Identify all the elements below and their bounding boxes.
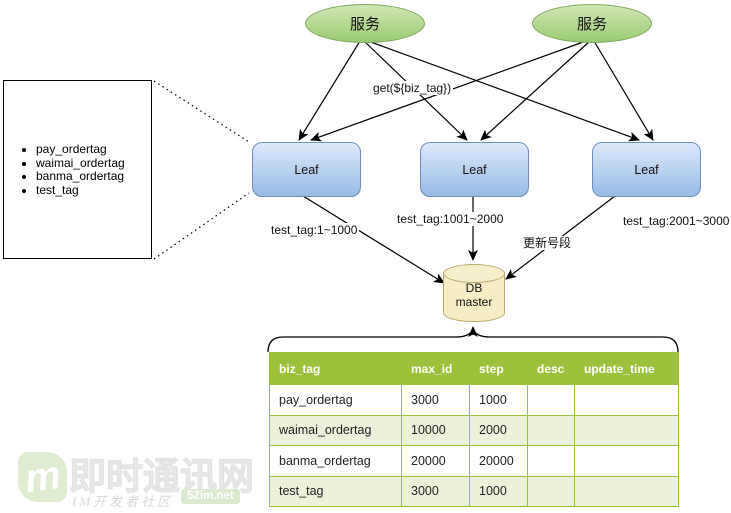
cell-max-id: 3000 <box>401 475 470 507</box>
service-node-2-label: 服务 <box>576 16 607 33</box>
table-header-row: biz_tag max_id step desc update_time <box>269 352 679 385</box>
cell-step: 1000 <box>469 475 528 507</box>
cell-desc <box>527 475 575 507</box>
biz-tag-list-item: test_tag <box>36 183 125 198</box>
leaf-node-1: Leaf <box>252 142 361 197</box>
leaf1-to-db-arrow <box>302 195 445 284</box>
cell-desc <box>527 414 575 446</box>
edge-label-leaf1-range: test_tag:1~1000 <box>269 223 360 237</box>
edge-label-leaf2-range: test_tag:1001~2000 <box>395 212 506 226</box>
watermark-subtitle: IM开发者社区 <box>72 494 174 509</box>
cell-max-id: 20000 <box>401 445 470 477</box>
cell-update-time <box>574 384 679 416</box>
list-callout-top-dotted-line <box>153 80 250 143</box>
service2-to-leaf3-arrow <box>593 40 654 141</box>
cell-biz-tag: pay_ordertag <box>269 384 402 416</box>
service2-to-leaf2-arrow <box>480 40 591 141</box>
service-node-1-label: 服务 <box>349 16 380 33</box>
cell-step: 1000 <box>469 384 528 416</box>
leaf-node-3-label: Leaf <box>634 162 659 177</box>
biz-tag-list-item: waimai_ordertag <box>36 156 125 171</box>
cell-update-time <box>574 414 679 446</box>
cell-desc <box>527 384 575 416</box>
header-max-id: max_id <box>401 352 470 385</box>
cell-update-time <box>574 475 679 507</box>
edge-label-get-biztag: get(${biz_tag}) <box>371 81 454 95</box>
db-master-node: DB master <box>443 264 505 323</box>
table-row: banma_ordertag 20000 20000 <box>269 445 679 477</box>
cell-biz-tag: waimai_ordertag <box>269 414 402 446</box>
leaf-node-2-label: Leaf <box>462 162 487 177</box>
watermark-site-badge: 52im.net <box>181 489 240 504</box>
cell-step: 20000 <box>469 445 528 477</box>
biz-tag-list-box: pay_ordertag waimai_ordertag banma_order… <box>3 80 152 259</box>
service-node-2: 服务 <box>532 4 652 43</box>
db-label-line2: master <box>455 295 493 309</box>
db-master-label: DB master <box>443 281 505 309</box>
biz-tag-list-item: banma_ordertag <box>36 169 125 184</box>
table-row: test_tag 3000 1000 <box>269 475 679 507</box>
cell-biz-tag: test_tag <box>269 475 402 507</box>
header-biz-tag: biz_tag <box>269 352 402 385</box>
list-callout-bottom-dotted-line <box>153 192 250 260</box>
header-update-time: update_time <box>574 352 679 385</box>
db-cylinder-top <box>443 264 505 283</box>
watermark-logo: m <box>18 452 67 502</box>
header-step: step <box>469 352 528 385</box>
service1-to-leaf1-arrow <box>298 40 361 141</box>
leaf-node-3: Leaf <box>592 142 701 197</box>
biz-tag-list: pay_ordertag waimai_ordertag banma_order… <box>14 142 125 198</box>
biz-tag-table: biz_tag max_id step desc update_time pay… <box>269 352 679 507</box>
leaf-node-1-label: Leaf <box>294 162 319 177</box>
cell-step: 2000 <box>469 414 528 446</box>
leaf-node-2: Leaf <box>420 142 529 197</box>
service-node-1: 服务 <box>305 4 425 43</box>
cell-biz-tag: banma_ordertag <box>269 445 402 477</box>
table-row: pay_ordertag 3000 1000 <box>269 384 679 416</box>
cell-desc <box>527 445 575 477</box>
watermark-logo-letter: m <box>21 452 64 502</box>
db-label-line1: DB <box>465 281 483 295</box>
header-desc: desc <box>527 352 575 385</box>
service1-to-leaf3-arrow <box>367 40 640 142</box>
edge-label-leaf3-range: test_tag:2001~3000 <box>621 214 731 228</box>
cell-max-id: 3000 <box>401 384 470 416</box>
biz-tag-list-item: pay_ordertag <box>36 142 125 157</box>
cell-max-id: 10000 <box>401 414 470 446</box>
edge-label-update-segment: 更新号段 <box>521 236 574 250</box>
cell-update-time <box>574 445 679 477</box>
table-row: waimai_ordertag 10000 2000 <box>269 414 679 446</box>
